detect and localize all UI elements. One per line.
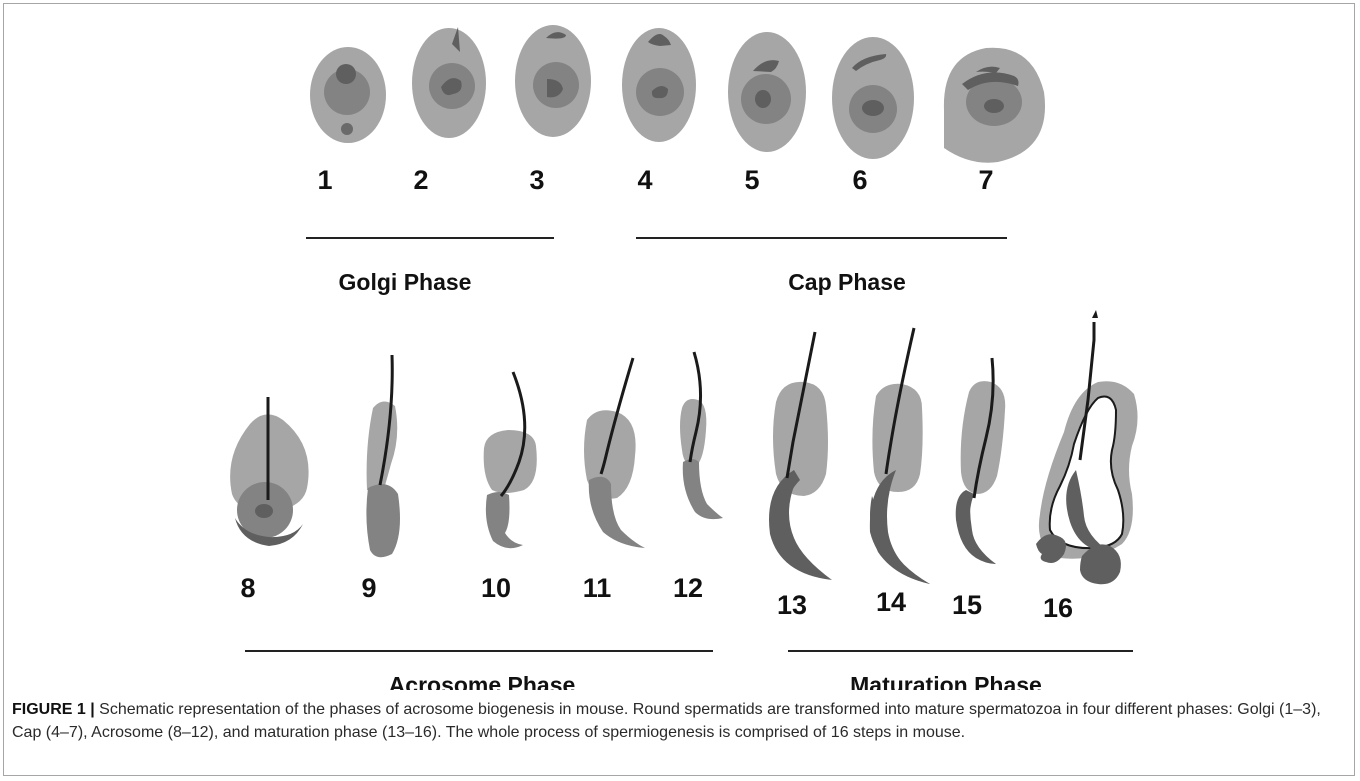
step-13-cell xyxy=(769,332,832,580)
caption-text: Schematic representation of the phases o… xyxy=(12,701,1321,741)
step-2-cell xyxy=(412,27,486,138)
step-number-5: 5 xyxy=(744,165,759,195)
acrosome-biogenesis-diagram: 1 2 3 4 5 6 7 Golgi Phase Cap Phase xyxy=(0,0,1360,690)
cap-phase-label: Cap Phase xyxy=(788,269,906,295)
step-number-6: 6 xyxy=(852,165,867,195)
caption-label: FIGURE 1 | xyxy=(12,701,95,718)
maturation-phase-label: Maturation Phase xyxy=(850,672,1042,690)
step-number-8: 8 xyxy=(240,573,255,603)
step-8-cell xyxy=(230,397,308,546)
acrosome-phase-label: Acrosome Phase xyxy=(389,672,576,690)
step-number-11: 11 xyxy=(583,573,612,603)
step-1-cell xyxy=(310,47,386,143)
step-number-9: 9 xyxy=(361,573,376,603)
step-number-1: 1 xyxy=(317,165,332,195)
step-10-cell xyxy=(484,372,537,548)
step-6-cell xyxy=(832,37,914,159)
step-number-3: 3 xyxy=(529,165,544,195)
step-number-12: 12 xyxy=(673,573,703,603)
step-number-14: 14 xyxy=(876,587,906,617)
step-11-cell xyxy=(584,358,645,548)
step-number-16: 16 xyxy=(1043,593,1073,623)
step-number-7: 7 xyxy=(978,165,993,195)
step-number-13: 13 xyxy=(777,590,807,620)
golgi-phase-label: Golgi Phase xyxy=(339,269,472,295)
step-4-cell xyxy=(622,28,696,142)
step-number-2: 2 xyxy=(413,165,428,195)
figure-caption: FIGURE 1 | Schematic representation of t… xyxy=(12,699,1348,744)
step-number-10: 10 xyxy=(481,573,511,603)
step-3-cell xyxy=(515,25,591,137)
step-16-cell xyxy=(1036,310,1138,584)
step-number-15: 15 xyxy=(952,590,982,620)
step-9-cell xyxy=(366,355,400,557)
step-5-cell xyxy=(728,32,806,152)
step-14-cell xyxy=(870,328,930,584)
step-7-cell xyxy=(944,48,1045,163)
step-number-4: 4 xyxy=(637,165,652,195)
step-15-cell xyxy=(956,358,1006,564)
step-12-cell xyxy=(680,352,723,519)
